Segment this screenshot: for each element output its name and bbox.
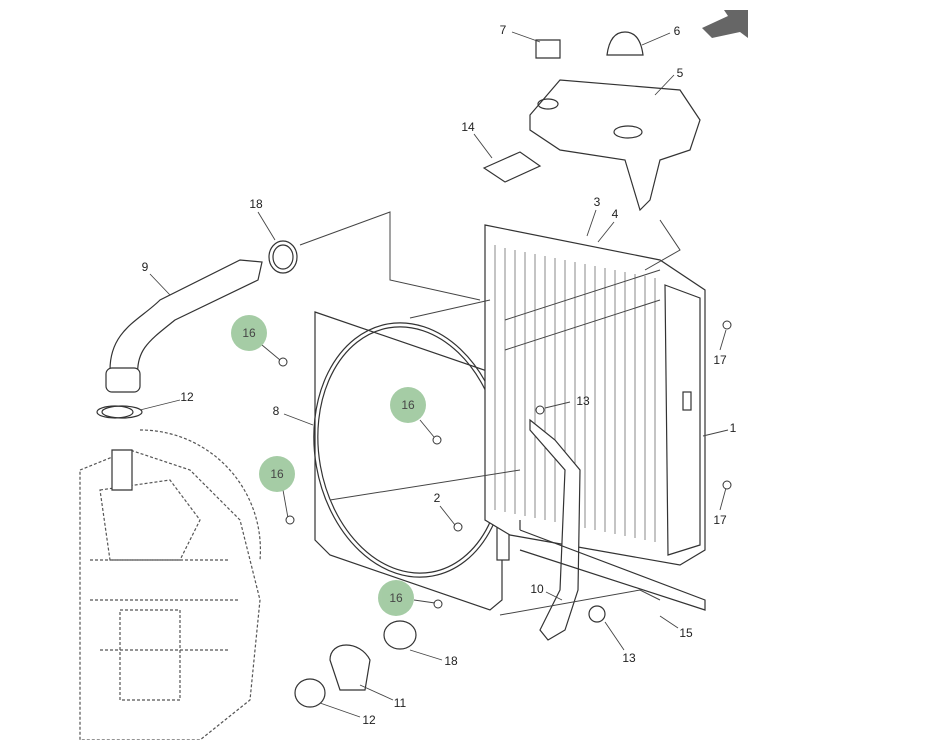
callout-17: 17 xyxy=(713,353,727,367)
callout-16-highlighted: 16 xyxy=(231,315,267,351)
lower-hose xyxy=(529,418,581,641)
tank-plug xyxy=(535,39,561,59)
callout-17: 17 xyxy=(713,513,727,527)
callout-3: 3 xyxy=(593,195,601,209)
callout-18: 18 xyxy=(249,197,263,211)
callout-8: 8 xyxy=(272,404,280,418)
callout-2: 2 xyxy=(433,491,441,505)
callout-16-highlighted: 16 xyxy=(259,456,295,492)
callout-12: 12 xyxy=(180,390,194,404)
callout-5: 5 xyxy=(676,66,684,80)
callout-16-highlighted: 16 xyxy=(390,387,426,423)
engine-sketch xyxy=(79,429,262,740)
orientation-arrow-icon xyxy=(702,10,748,38)
callout-13: 13 xyxy=(576,394,590,408)
callout-15: 15 xyxy=(679,626,693,640)
callout-9: 9 xyxy=(141,260,149,274)
callout-1: 1 xyxy=(729,421,737,435)
upper-hose xyxy=(109,259,263,379)
callout-11: 11 xyxy=(393,696,407,710)
callout-7: 7 xyxy=(499,23,507,37)
callout-10: 10 xyxy=(530,582,544,596)
callout-6: 6 xyxy=(673,24,681,38)
callout-13: 13 xyxy=(622,651,636,665)
callout-16-highlighted: 16 xyxy=(378,580,414,616)
tank-cap xyxy=(606,31,644,56)
callout-14: 14 xyxy=(461,120,475,134)
callout-12: 12 xyxy=(362,713,376,727)
callout-4: 4 xyxy=(611,207,619,221)
callout-18: 18 xyxy=(444,654,458,668)
expansion-tank xyxy=(529,79,701,212)
